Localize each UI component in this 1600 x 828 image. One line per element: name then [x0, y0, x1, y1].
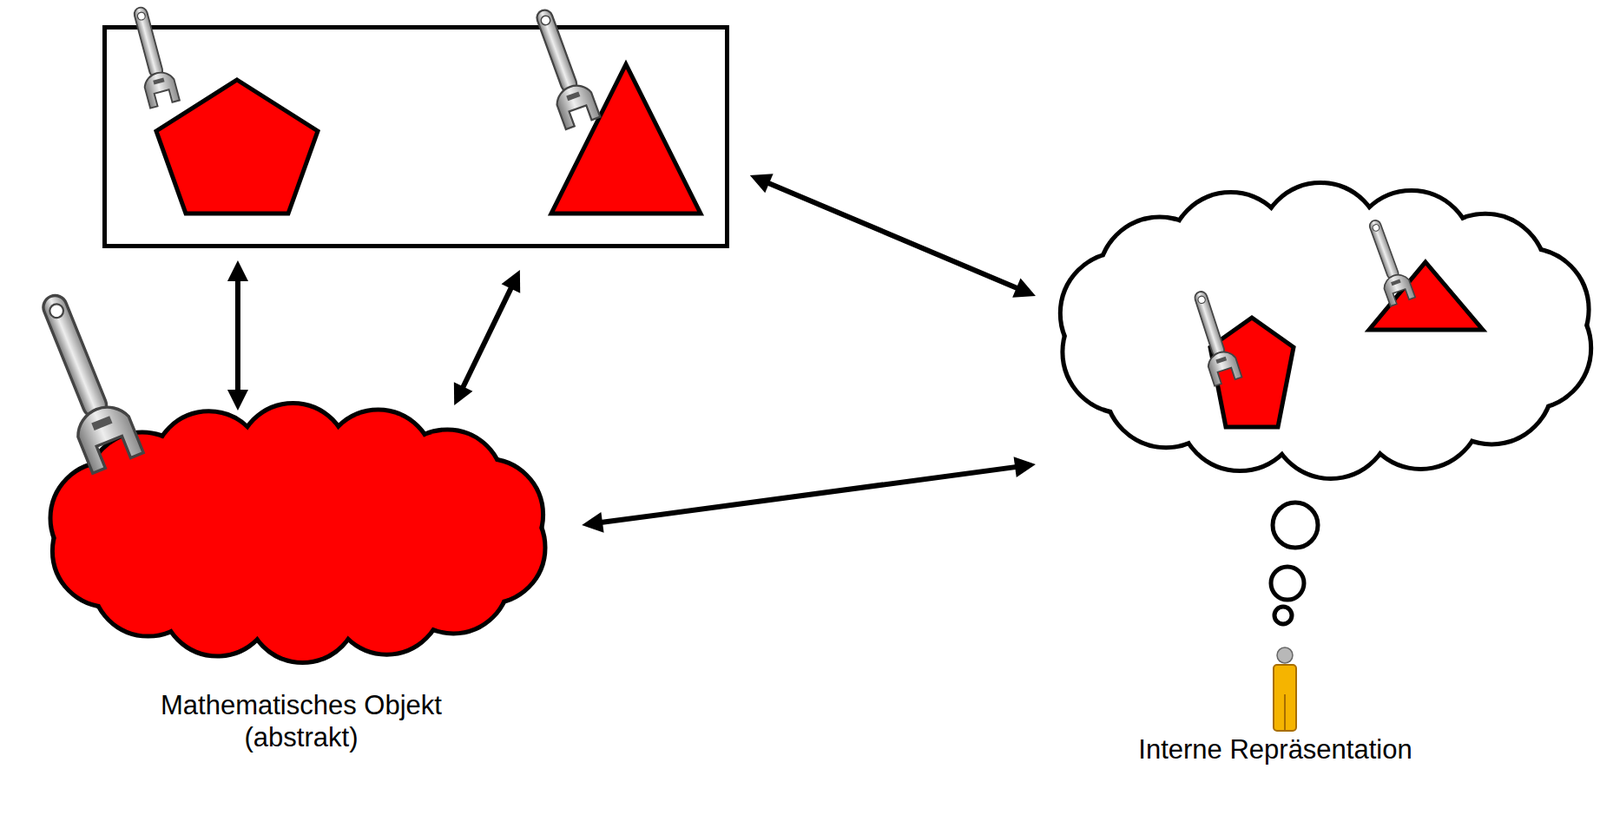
person-legs [1283, 694, 1286, 731]
triangle-fill [551, 64, 701, 214]
person-head [1277, 647, 1293, 664]
thought-cloud: Interne Repräsentation [1055, 183, 1597, 480]
math-object-cloud-outline [35, 402, 561, 664]
arrow-head [454, 381, 474, 406]
math-object-cloud: Mathematisches Objekt (abstrakt) [35, 402, 561, 664]
double-arrow [581, 456, 1036, 533]
cloud-fill [1062, 184, 1589, 477]
arrow-head [581, 512, 604, 534]
triangle-shape [547, 60, 705, 218]
node-label: Mathematisches Objekt (abstrakt) [118, 689, 484, 754]
arrow-head [501, 269, 521, 294]
pentagon-shape-outline [152, 76, 322, 218]
cloud-stroke [52, 405, 544, 661]
double-arrow [750, 173, 1036, 297]
arrow-line [765, 182, 1020, 290]
arrow-line [599, 467, 1019, 524]
arrow-head [1013, 456, 1036, 478]
thought-cloud-outline [1055, 183, 1597, 480]
cloud-stroke [1062, 184, 1589, 477]
triangle-shape-outline [547, 60, 705, 218]
pentagon-shape [152, 76, 322, 218]
external-representation-box [102, 25, 730, 249]
thought-bubble [1274, 606, 1292, 625]
person-icon [1273, 647, 1297, 731]
arrow-head [227, 260, 249, 282]
arrow-head [750, 173, 774, 193]
arrow-line [235, 277, 241, 394]
double-arrow [227, 260, 249, 411]
node-label: Interne Repräsentation [1101, 733, 1449, 766]
person-body [1273, 665, 1297, 731]
thought-bubble [1270, 566, 1304, 600]
arrow-head [1012, 278, 1036, 298]
arrow-head [227, 389, 249, 411]
pentagon-fill [156, 79, 318, 214]
double-arrow [454, 269, 521, 406]
cloud-fill [52, 405, 544, 661]
thought-bubbles [1270, 502, 1318, 625]
arrow-line [461, 285, 513, 390]
thought-bubble [1272, 502, 1318, 548]
